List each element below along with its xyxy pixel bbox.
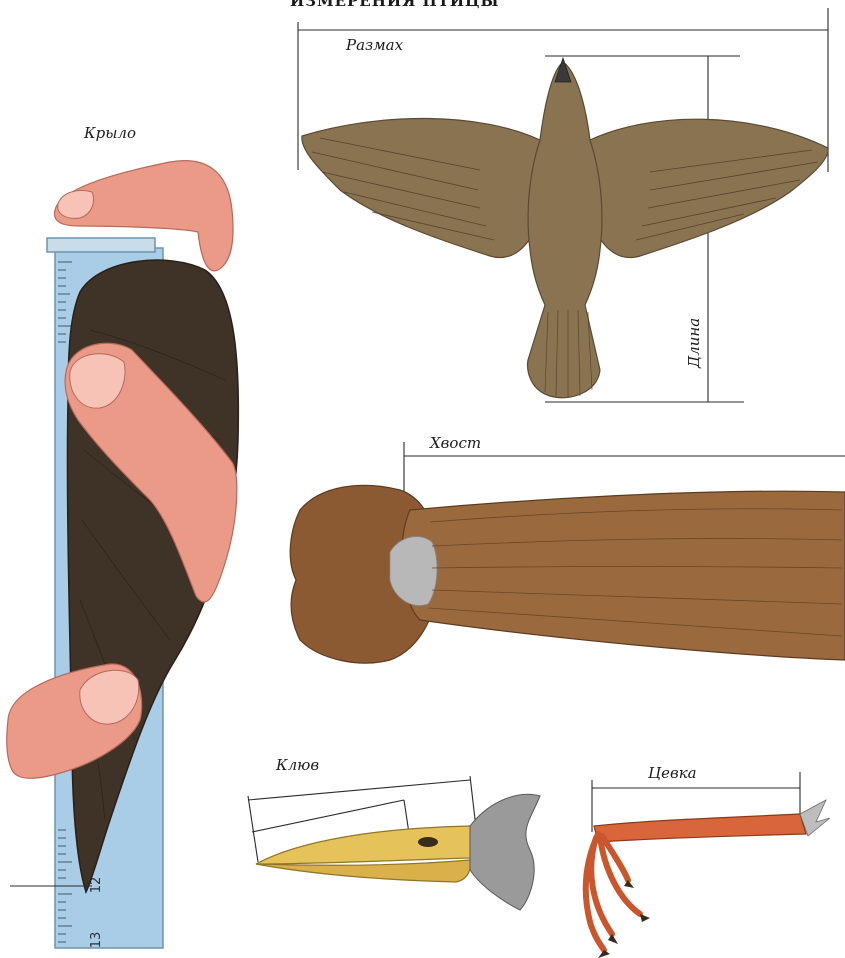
ruler-number-13: 13 [89,932,104,949]
beak-long-left-tick [248,796,258,862]
head-feathers [470,794,540,910]
bird-top-view-figure: Размах Длина [298,8,828,402]
tarsus-leg [594,814,806,842]
beak-long-line [248,780,470,800]
label-wing: Крыло [83,124,136,142]
page-title: ИЗМЕРЕНИЯ ПТИЦЫ [290,0,500,10]
beak-upper [256,826,475,864]
beak-short-line [252,800,404,832]
left-wing [302,118,540,257]
label-wingspan: Размах [345,36,404,54]
label-beak: Клюв [275,756,319,774]
label-tail: Хвост [429,434,481,452]
tarsus-measurement-figure: Цевка [586,764,830,958]
tail-measurement-figure: Хвост [290,434,845,663]
label-tarsus: Цевка [648,764,697,782]
wing-measurement-figure: 12 13 Крыло [7,124,239,948]
nostril [418,837,438,847]
label-length: Длина [685,318,703,369]
bird-body [528,62,602,398]
right-wing [590,119,828,257]
ruler-stop [47,238,155,252]
tail-feathers [402,491,845,660]
beak-measurement-figure: Клюв [248,756,540,910]
toes [586,834,640,950]
